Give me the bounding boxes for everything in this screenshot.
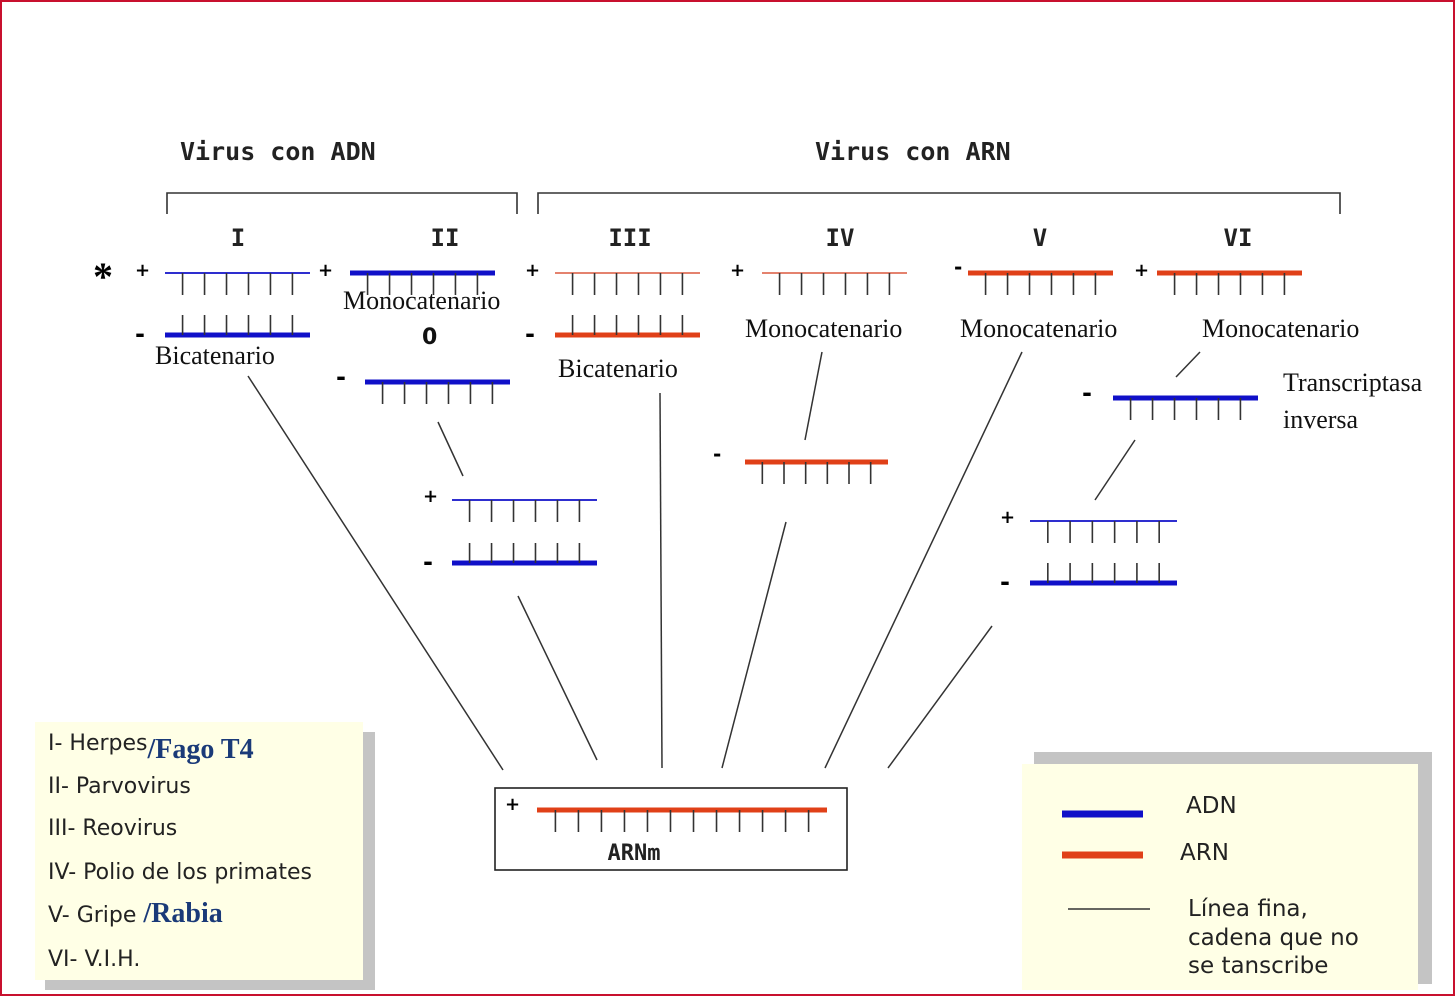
strand-signs: + - + - + - + - + - - + - + - + [135,255,1149,815]
legend-thin-label-2: cadena que no [1188,925,1359,951]
connector-II-to-mrna [517,595,598,761]
strand-IV-minus [745,459,888,484]
sign-I-plus: + [135,260,150,281]
asterisk-mark: * [93,254,113,299]
sign-III-minus: - [525,320,535,348]
example-item-highlight: /Rabia [136,898,222,929]
label-III-bicatenario: Bicatenario [558,354,678,383]
mrna-label: ARNm [608,841,661,866]
label-V-monocatenario: Monocatenario [960,314,1117,343]
group-label-III: III [608,224,651,252]
sign-I-minus: - [135,320,145,348]
header-rna-viruses: Virus con ARN [815,137,1011,166]
example-item-highlight: /Fago T4 [147,734,254,765]
connector-II-step [437,421,464,477]
connector-IV-step [804,351,823,441]
strand-labels: Bicatenario Monocatenario 0 Bicatenario … [155,286,1423,434]
group-label-VI: VI [1224,224,1253,252]
sign-II-ds-plus: + [423,486,438,507]
connector-I-to-mrna [247,375,504,771]
legend-rna-label: ARN [1180,840,1229,866]
example-item-text: V- Gripe [48,903,136,928]
sign-VI-ds-plus: + [1000,507,1015,528]
sign-II-plus: + [318,260,333,281]
connector-IV-to-mrna [721,521,787,769]
label-reverse-transcriptase-2: inversa [1283,405,1359,434]
example-item-text: I- Herpes [48,731,148,756]
example-item: II- Parvovirus [48,774,191,799]
example-item: IV- Polio de los primates [48,860,312,885]
strand-IV-plus [762,272,907,295]
connector-V-to-mrna [824,351,1023,769]
example-item: I- Herpes/Fago T4 [48,731,254,765]
strand-V-minus [968,270,1113,295]
group-label-IV: IV [826,224,855,252]
label-VI-monocatenario: Monocatenario [1202,314,1359,343]
example-item-text: IV- Polio de los primates [48,860,312,885]
label-II-zero: 0 [422,325,437,350]
strand-VI-plus [1157,270,1302,295]
example-item-text: VI- V.I.H. [48,947,140,972]
label-I-bicatenario: Bicatenario [155,341,275,370]
strand-II-ds-plus [452,499,597,522]
strand-I-plus [165,272,310,295]
strand-I-minus [165,315,310,338]
sign-mrna-plus: + [505,794,520,815]
sign-III-plus: + [525,260,540,281]
connector-VI-step1 [1175,351,1201,378]
group-label-V: V [1033,224,1047,252]
label-reverse-transcriptase-1: Transcriptasa [1283,368,1423,397]
example-item: VI- V.I.H. [48,947,140,972]
examples-panel-bg [35,722,363,980]
group-label-II: II [431,224,460,252]
connector-III-to-mrna [659,392,663,769]
strand-VI-ds-minus [1030,563,1177,586]
strands [165,270,1302,832]
sign-V-minus: - [954,255,962,279]
strand-II-plus [350,270,495,295]
legend-dna-label: ADN [1186,793,1237,819]
connector-VI-to-mrna [887,625,993,769]
header-dna-viruses: Virus con ADN [180,137,376,166]
legend-panel-bg [1022,764,1418,990]
strand-II-ds-minus [452,543,597,566]
bracket-dna [166,192,518,214]
strand-VI-ds-plus [1030,520,1177,543]
sign-VI-plus: + [1134,260,1149,281]
mrna-box [494,787,848,871]
strand-II-minus [365,379,510,404]
example-item: III- Reovirus [48,816,177,841]
sign-IV-minus: - [713,442,721,466]
sign-VI-ds-minus: - [1000,568,1010,596]
sign-II-minus: - [336,363,346,391]
sign-VI-minus: - [1082,379,1092,407]
strand-mrna [537,807,827,832]
group-label-I: I [231,224,245,252]
sign-IV-plus: + [730,260,745,281]
example-item-text: II- Parvovirus [48,774,191,799]
connector-lines [247,351,1201,771]
strand-III-minus [555,315,700,338]
legend-panel: ADN ARN Línea fina, cadena que no se tan… [1022,752,1432,990]
strand-III-plus [555,272,700,295]
connector-VI-step2 [1094,439,1136,501]
legend-thin-label-1: Línea fina, [1188,896,1308,922]
bracket-rna [537,192,1341,214]
label-IV-monocatenario: Monocatenario [745,314,902,343]
legend-thin-label-3: se tanscribe [1188,953,1328,979]
example-item-text: III- Reovirus [48,816,177,841]
strand-VI-minus [1113,395,1258,420]
example-item: V- Gripe /Rabia [48,898,223,929]
sign-II-ds-minus: - [423,548,433,576]
label-II-monocatenario: Monocatenario [343,286,500,315]
